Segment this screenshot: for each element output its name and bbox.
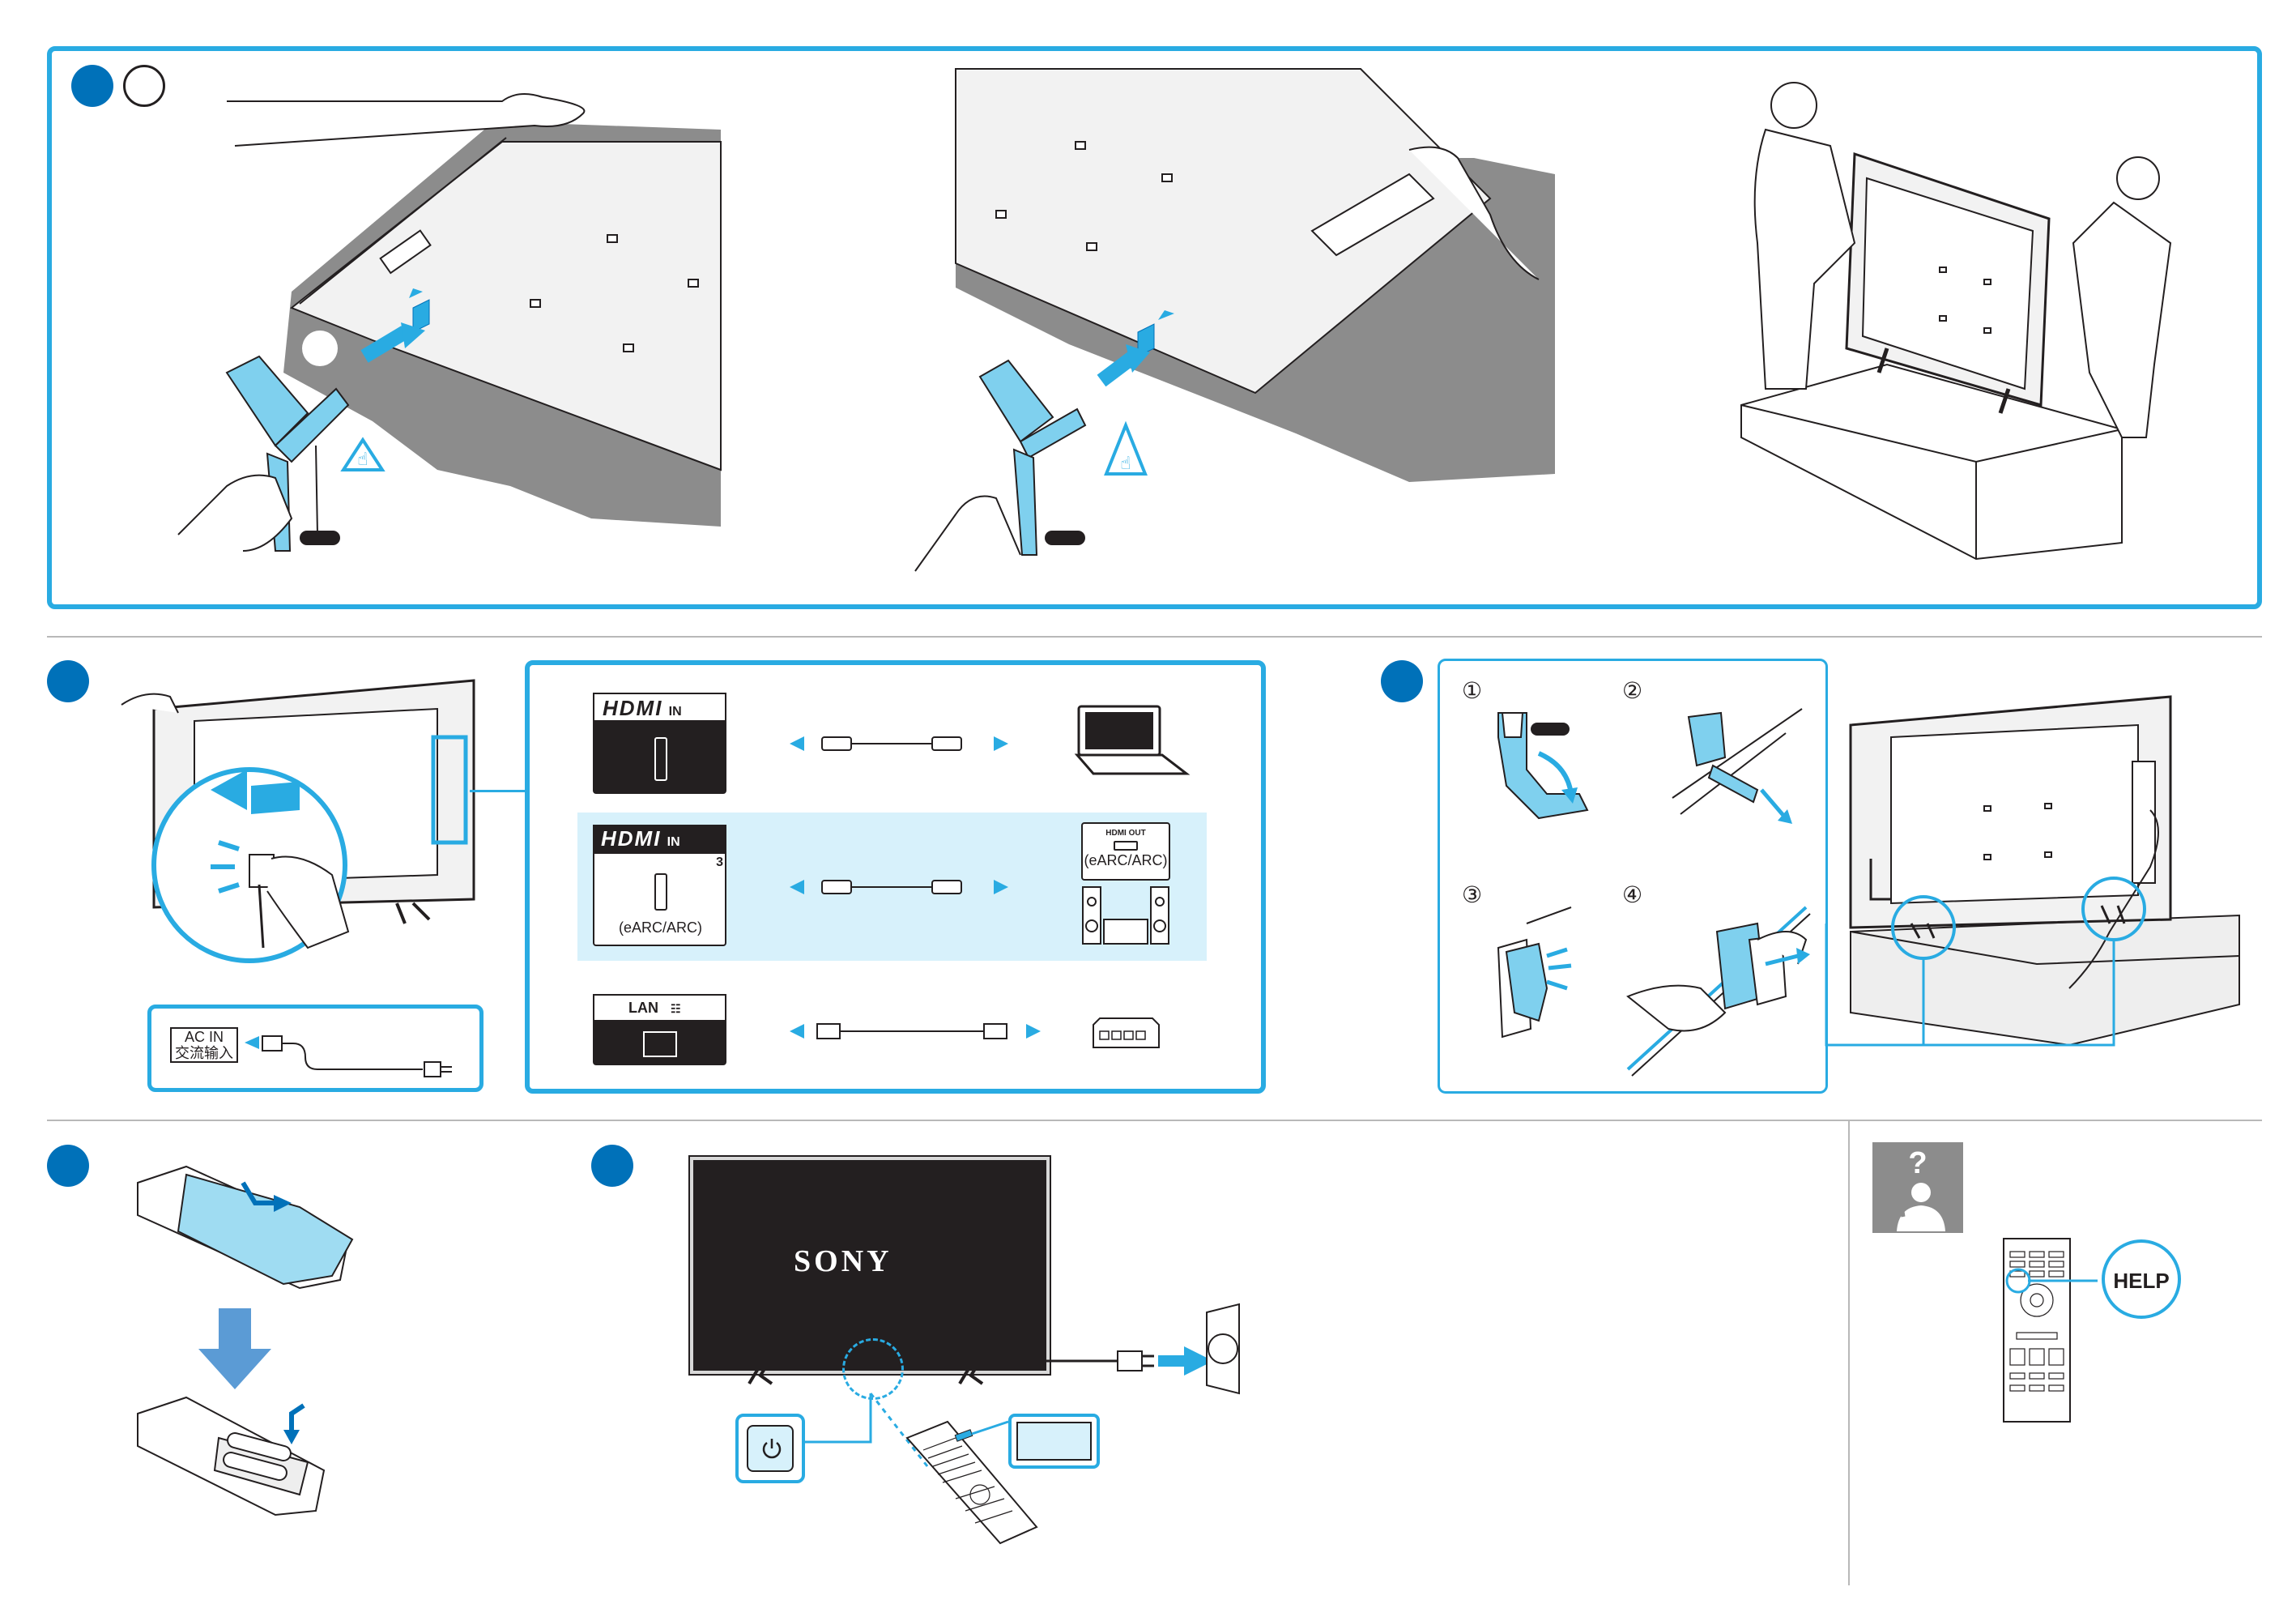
sony-logo: SONY: [794, 1243, 892, 1279]
hdmi-out-text: HDMI OUT: [1083, 829, 1169, 838]
help-person-icon: ?: [1872, 1142, 1963, 1233]
clip-step-3-illustration: [1482, 907, 1604, 1045]
step-4-badge: [47, 1145, 89, 1187]
power-icon: [760, 1437, 784, 1461]
clip-step-1-number: ①: [1462, 677, 1482, 704]
laptop-icon: [1069, 705, 1191, 778]
step-2-badge: [47, 660, 89, 702]
help-divider: [1848, 1120, 1850, 1585]
hdmi-port-number: 3: [716, 855, 723, 870]
clip-step-2-illustration: [1664, 701, 1810, 838]
ac-in-label: AC IN 交流输入: [170, 1027, 238, 1063]
remote-control-illustration: [907, 1422, 1053, 1543]
step-1-badge: [71, 65, 113, 107]
clip-step-2-number: ②: [1622, 677, 1642, 704]
power-button-icon-bg: [747, 1425, 794, 1472]
power-plug-illustration: [1045, 1304, 1255, 1393]
clip-step-4-illustration: [1620, 891, 1814, 1077]
power-button-box[interactable]: [735, 1414, 805, 1483]
tv-back-power-illustration: [105, 672, 494, 964]
hdmi-port-icon: [654, 873, 667, 911]
router-icon: [1092, 1017, 1161, 1049]
hdmi-port-icon: [654, 737, 667, 781]
lan-text: LAN: [628, 1000, 658, 1016]
hdmi-cable-icon: [790, 732, 1008, 756]
place-tv-illustration: [1733, 81, 2235, 551]
tv-back-cable-management-illustration: [1826, 689, 2247, 1053]
remote-battery-insert-illustration: [138, 1389, 332, 1519]
stand-attach-illustration-b: ☝: [907, 69, 1547, 555]
ac-in-text: AC IN: [175, 1029, 233, 1045]
lan-port-icon: [643, 1031, 677, 1057]
lan-port-box: LAN ☷: [593, 994, 726, 1065]
power-cord-icon: [245, 1033, 479, 1081]
hdmi-in-text: IN: [667, 835, 680, 849]
hdmi-earc-port-box: HDMI IN 3 (eARC/ARC): [593, 825, 726, 946]
hdmi-earc-label: HDMI IN: [593, 825, 726, 854]
lan-cable-icon: [790, 1019, 1041, 1043]
hdmi-in-text: IN: [669, 705, 682, 719]
stand-attach-illustration-a: ☝: [170, 65, 737, 567]
network-icon: ☷: [671, 1002, 681, 1015]
hdmi-in-port-box: HDMI IN: [593, 693, 726, 794]
section-divider: [47, 636, 2262, 638]
step-5-badge: [591, 1145, 633, 1187]
sound-system-device: HDMI OUT (eARC/ARC): [1081, 822, 1170, 948]
clip-step-3-number: ③: [1462, 881, 1482, 908]
hdmi-cable-icon: [790, 875, 1008, 899]
hdmi-out-box: HDMI OUT (eARC/ARC): [1081, 822, 1170, 881]
remote-battery-cover-illustration: [138, 1158, 356, 1304]
connector-line: [470, 790, 526, 792]
svg-text:☝: ☝: [357, 450, 368, 470]
hdmi-logo-text: HDMI: [603, 696, 662, 720]
device-earc-note: (eARC/ARC): [1083, 852, 1169, 869]
hdmi-logo-text: HDMI: [601, 826, 661, 851]
lan-label: LAN ☷: [593, 994, 726, 1022]
hdmi-label: HDMI IN: [593, 693, 726, 722]
hdmi-out-port-icon: [1114, 841, 1138, 851]
help-button-callout: HELP: [2102, 1239, 2181, 1319]
section-divider: [47, 1120, 2262, 1121]
help-button-label: HELP: [2105, 1269, 2178, 1294]
help-remote-illustration: [2000, 1235, 2073, 1430]
step-option-badge: [123, 65, 165, 107]
svg-text:☝: ☝: [1120, 454, 1131, 474]
sound-system-icon: [1081, 885, 1170, 948]
clip-step-1-illustration: [1482, 705, 1604, 834]
earc-arc-note: (eARC/ARC): [619, 919, 702, 936]
down-arrow-icon: [198, 1308, 271, 1389]
help-person-icon: ?: [1872, 1142, 1963, 1233]
step-3-badge: [1381, 660, 1423, 702]
svg-text:?: ?: [1908, 1146, 1927, 1180]
ac-in-cn-text: 交流输入: [175, 1045, 233, 1061]
